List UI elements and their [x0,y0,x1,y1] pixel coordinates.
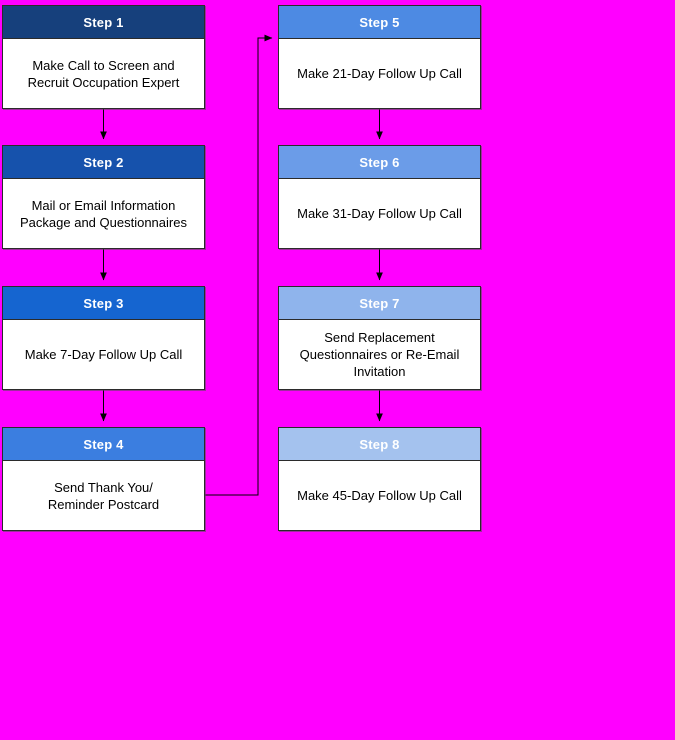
node-step6-body: Make 31-Day Follow Up Call [279,179,480,248]
connector-step4-step5 [205,34,273,496]
node-step7-body: Send Replacement Questionnaires or Re-Em… [279,320,480,389]
node-step5-header: Step 5 [279,6,480,39]
node-step4[interactable]: Step 4 Send Thank You/ Reminder Postcard [2,427,205,531]
node-step2-body: Mail or Email Information Package and Qu… [3,179,204,248]
node-step1[interactable]: Step 1 Make Call to Screen and Recruit O… [2,5,205,109]
node-step8[interactable]: Step 8 Make 45-Day Follow Up Call [278,427,481,531]
node-step4-header: Step 4 [3,428,204,461]
node-step4-body: Send Thank You/ Reminder Postcard [3,461,204,530]
node-step2-header: Step 2 [3,146,204,179]
node-step8-body: Make 45-Day Follow Up Call [279,461,480,530]
node-step5[interactable]: Step 5 Make 21-Day Follow Up Call [278,5,481,109]
node-step3-body: Make 7-Day Follow Up Call [3,320,204,389]
node-step2[interactable]: Step 2 Mail or Email Information Package… [2,145,205,249]
node-step5-body: Make 21-Day Follow Up Call [279,39,480,108]
node-step8-header: Step 8 [279,428,480,461]
node-step3-header: Step 3 [3,287,204,320]
node-step6-header: Step 6 [279,146,480,179]
node-step1-header: Step 1 [3,6,204,39]
node-step6[interactable]: Step 6 Make 31-Day Follow Up Call [278,145,481,249]
node-step7-header: Step 7 [279,287,480,320]
node-step7[interactable]: Step 7 Send Replacement Questionnaires o… [278,286,481,390]
node-step1-body: Make Call to Screen and Recruit Occupati… [3,39,204,108]
node-step3[interactable]: Step 3 Make 7-Day Follow Up Call [2,286,205,390]
